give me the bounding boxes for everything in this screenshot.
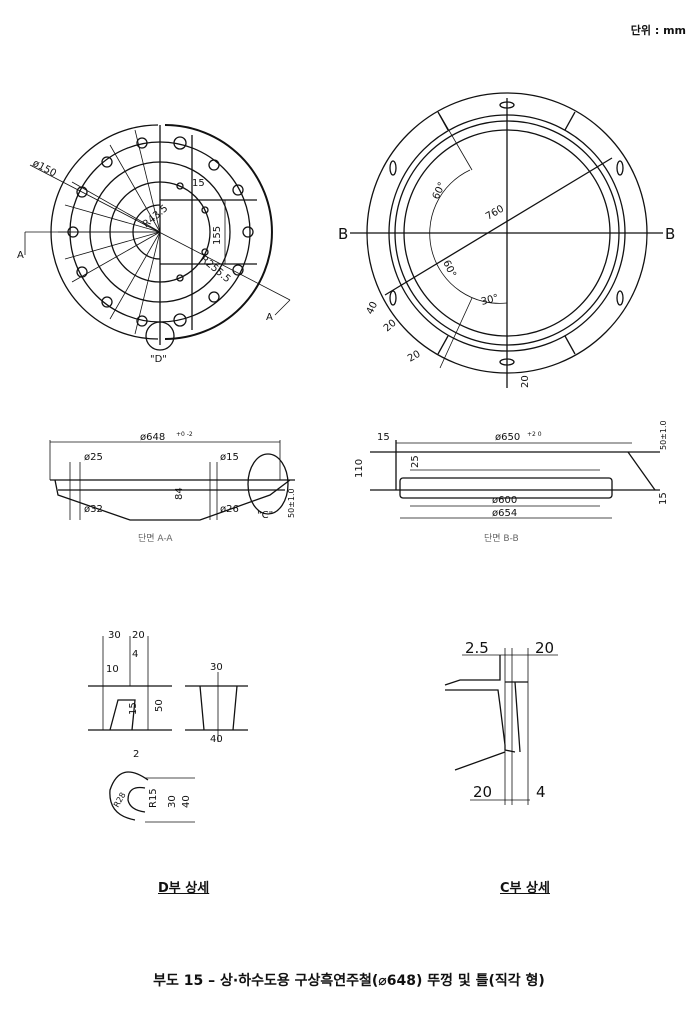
dim-r15: R15 [148, 788, 159, 808]
dim-110: 110 [354, 459, 365, 478]
dim-40-b: 40 [210, 734, 223, 745]
dim-25: 25 [410, 455, 421, 468]
dim-20-b: 20 [406, 349, 423, 365]
dim-d32: ø32 [84, 504, 103, 515]
dim-angle-60-bottom: 60° [440, 259, 457, 280]
dim-r255-5: R255.5 [198, 254, 232, 285]
cover-right-rim [164, 124, 273, 340]
dim-40: 40 [365, 300, 380, 316]
dim-d654: ø654 [492, 508, 517, 519]
detail-c-ellipse [247, 453, 289, 515]
dim-d650-tolerance: +2 0 [527, 431, 542, 438]
section-mark-a-left: A [17, 250, 24, 261]
frame-plan-view: B B 760 60° 60° 30° 40 20 20 20 [338, 92, 675, 388]
dim-4: 4 [132, 649, 138, 660]
dim-d600: ø600 [492, 495, 517, 506]
dim-r28: R28 [112, 791, 128, 809]
dim-20-c: 20 [520, 375, 531, 388]
detail-d-drawing: 30 20 4 10 15 50 30 40 2 R28 R15 30 40 [88, 630, 248, 823]
dim-d648: ø648 [140, 432, 165, 443]
figure-title: 부도 15 – 상·하수도용 구상흑연주철(⌀648) 뚜껑 및 틀(직각 형) [153, 973, 545, 989]
dim-30-b: 30 [210, 662, 223, 673]
section-mark-b-right: B [665, 225, 675, 243]
dim-15: 15 [192, 178, 205, 189]
dim-2-5: 2.5 [465, 639, 489, 657]
detail-c-caption: C부 상세 [500, 881, 550, 896]
cover-plan-view: ø150 15 R43.5 155 R255.5 A A "D" [17, 124, 291, 365]
dim-155: 155 [212, 226, 223, 245]
dim-d150: ø150 [31, 158, 58, 180]
dim-30: 30 [108, 630, 121, 641]
section-mark-b-left: B [338, 225, 348, 243]
dim-20-a: 20 [382, 318, 399, 335]
dim-10: 10 [106, 664, 119, 675]
detail-mark-d: "D" [150, 354, 167, 365]
unit-label: 단위 : mm [630, 24, 686, 37]
dim-d25: ø25 [84, 452, 103, 463]
dim-20: 20 [132, 630, 145, 641]
dim-d650: ø650 [495, 432, 520, 443]
detail-d-caption: D부 상세 [158, 881, 210, 896]
dim-50: 50 [154, 699, 165, 712]
dim-760: 760 [484, 204, 506, 223]
section-mark-a-right: A [266, 312, 273, 323]
dim-50: 50±1.0 [287, 488, 296, 518]
dim-20-bottom: 20 [473, 783, 492, 801]
dim-15-bottom: 15 [658, 492, 669, 505]
section-b-b-caption: 단면 B-B [484, 533, 519, 544]
dim-84: 84 [174, 487, 185, 500]
dim-angle-30: 30° [480, 293, 500, 308]
section-a-a: ø648 +0 -2 ø25 ø15 ø32 ø26 84 50±1.0 "C"… [49, 431, 296, 544]
detail-mark-c: "C" [257, 510, 273, 521]
detail-c-drawing: 2.5 20 20 4 [444, 639, 558, 805]
dim-30-c: 30 [167, 795, 178, 808]
section-a-a-caption: 단면 A-A [138, 533, 173, 544]
detail-d-circle [145, 321, 175, 351]
dim-50: 50±1.0 [659, 420, 668, 450]
dim-4: 4 [536, 783, 546, 801]
dim-15-top: 15 [377, 432, 390, 443]
dim-15: 15 [128, 702, 139, 715]
dim-d26: ø26 [220, 504, 239, 515]
section-b-b: 15 ø650 +2 0 110 25 ø600 ø654 50±1.0 15 … [354, 420, 669, 544]
dim-angle-60-top: 60° [431, 181, 448, 202]
dim-20-top: 20 [535, 639, 554, 657]
dim-2: 2 [133, 749, 139, 760]
dim-d648-tolerance: +0 -2 [176, 431, 193, 438]
dim-d15: ø15 [220, 452, 239, 463]
dim-40-c: 40 [181, 795, 192, 808]
